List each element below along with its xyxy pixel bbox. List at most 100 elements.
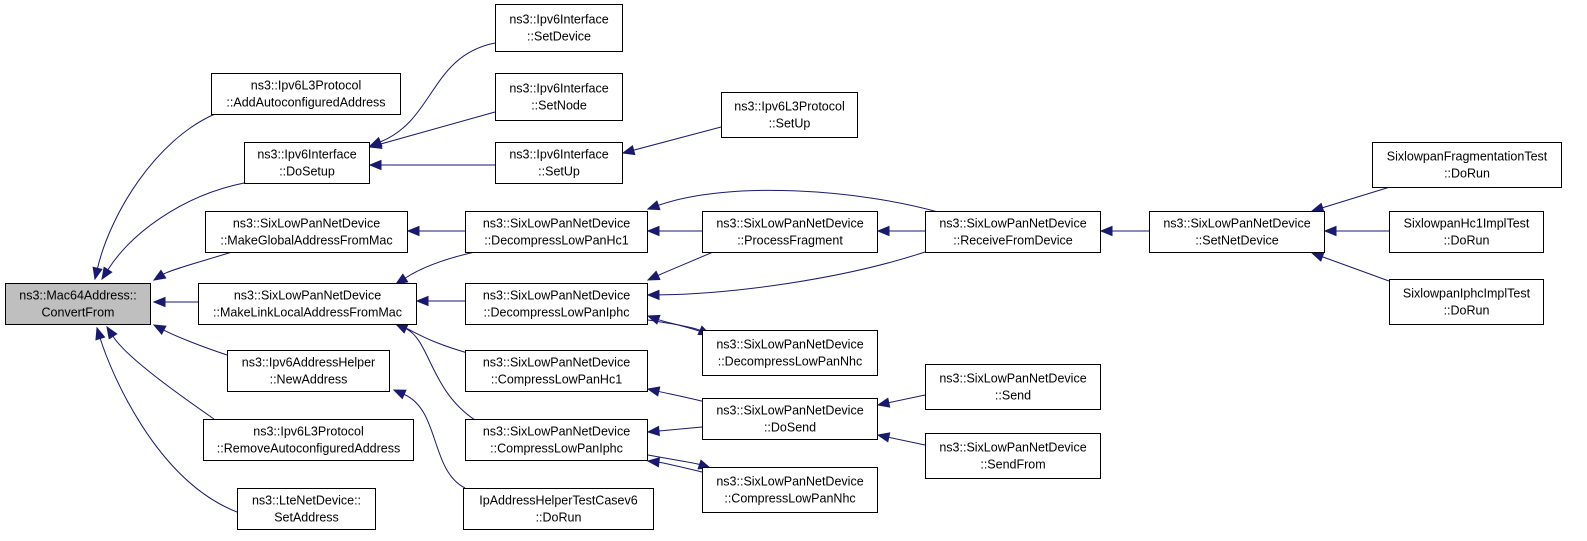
node-hc1test[interactable]: SixlowpanHc1ImplTest::DoRun — [1389, 211, 1544, 253]
arrowhead-icon — [152, 269, 167, 281]
node-mklink[interactable]: ns3::SixLowPanNetDevice::MakeLinkLocalAd… — [198, 283, 417, 325]
arrowhead-icon — [152, 296, 166, 308]
node-dosend[interactable]: ns3::SixLowPanNetDevice::DoSend — [702, 398, 878, 440]
node-label-line2: ::CompressLowPanNhc — [724, 492, 855, 506]
node-setnetdev[interactable]: ns3::SixLowPanNetDevice::SetNetDevice — [1149, 211, 1325, 253]
node-l3setup[interactable]: ns3::Ipv6L3Protocol::SetUp — [721, 92, 858, 138]
node-box — [465, 419, 648, 461]
node-label-line1: ns3::SixLowPanNetDevice — [483, 356, 630, 370]
node-box — [465, 283, 648, 325]
node-label-line1: ns3::Ipv6L3Protocol — [251, 79, 362, 93]
node-setdevice[interactable]: ns3::Ipv6Interface::SetDevice — [495, 4, 623, 52]
node-label-line2: ::SetNode — [531, 99, 587, 113]
arrowhead-icon — [95, 326, 106, 341]
arrowhead-icon — [101, 266, 113, 281]
node-label-line1: ns3::SixLowPanNetDevice — [1163, 217, 1310, 231]
node-mkglobal[interactable]: ns3::SixLowPanNetDevice::MakeGlobalAddre… — [205, 211, 408, 253]
node-label-line2: ::DoRun — [536, 511, 582, 525]
node-box — [244, 142, 370, 184]
node-dechc1[interactable]: ns3::SixLowPanNetDevice::DecompressLowPa… — [465, 211, 648, 253]
node-label-line1: SixlowpanFragmentationTest — [1387, 150, 1548, 164]
edge-dosetup-to-root — [101, 182, 245, 281]
edge-dosend-to-comphc1 — [646, 386, 706, 403]
edge-deciphc-to-mklink — [415, 295, 465, 307]
arrowhead-icon — [368, 138, 383, 149]
node-box — [465, 350, 648, 392]
node-send[interactable]: ns3::SixLowPanNetDevice::Send — [925, 364, 1101, 410]
node-label-line2: ConvertFrom — [42, 306, 115, 320]
node-box — [721, 92, 858, 138]
node-box — [237, 488, 376, 530]
node-label-line1: ns3::SixLowPanNetDevice — [716, 217, 863, 231]
edge-ifsetup-to-dosetup — [368, 159, 495, 171]
node-label-line1: IpAddressHelperTestCasev6 — [479, 494, 637, 508]
node-label-line2: SetAddress — [274, 511, 339, 525]
node-label-line2: ::CompressLowPanIphc — [490, 442, 623, 456]
node-ltesetaddr[interactable]: ns3::LteNetDevice::SetAddress — [237, 488, 376, 530]
arrowhead-icon — [1310, 252, 1325, 262]
edge-procfrag-to-deciphc — [646, 251, 714, 281]
arrowhead-icon — [394, 323, 409, 334]
edge-line — [658, 390, 706, 403]
edge-line — [97, 113, 216, 269]
node-dosetup[interactable]: ns3::Ipv6Interface::DoSetup — [244, 142, 370, 184]
edge-hc1test-to-setnetdev — [1323, 225, 1389, 237]
node-label-line2: ::DoSetup — [279, 165, 335, 179]
node-label-line2: ::ReceiveFromDevice — [953, 234, 1073, 248]
node-comphc1[interactable]: ns3::SixLowPanNetDevice::CompressLowPanH… — [465, 350, 648, 392]
edge-l3setup-to-ifsetup — [621, 126, 722, 156]
edge-recvdev-to-dechc1 — [646, 189, 939, 213]
node-setnode[interactable]: ns3::Ipv6Interface::SetNode — [495, 73, 623, 121]
arrowhead-icon — [646, 314, 661, 325]
node-box — [1372, 142, 1562, 188]
arrowhead-icon — [406, 225, 420, 237]
node-box — [1389, 211, 1544, 253]
arrowhead-icon — [394, 273, 409, 285]
edge-iptest-to-newaddr — [392, 389, 466, 489]
node-newaddr[interactable]: ns3::Ipv6AddressHelper::NewAddress — [227, 350, 390, 392]
node-ifsetup[interactable]: ns3::Ipv6Interface::SetUp — [495, 142, 623, 184]
node-root[interactable]: ns3::Mac64Address::ConvertFrom — [5, 283, 151, 325]
node-decnhc[interactable]: ns3::SixLowPanNetDevice::DecompressLowPa… — [702, 330, 878, 376]
node-label-line1: ns3::Ipv6Interface — [509, 82, 608, 96]
edge-line — [404, 251, 476, 279]
node-compiphc[interactable]: ns3::SixLowPanNetDevice::CompressLowPanI… — [465, 419, 648, 461]
node-label-line2: ::SetNetDevice — [1195, 234, 1278, 248]
edge-line — [405, 327, 476, 356]
arrowhead-icon — [415, 295, 429, 307]
node-addauto[interactable]: ns3::Ipv6L3Protocol::AddAutoconfiguredAd… — [211, 73, 401, 115]
node-box — [465, 211, 648, 253]
node-iptest[interactable]: IpAddressHelperTestCasev6::DoRun — [463, 488, 654, 530]
node-label-line1: ns3::SixLowPanNetDevice — [939, 217, 1086, 231]
node-compnhc[interactable]: ns3::SixLowPanNetDevice::CompressLowPanN… — [702, 467, 878, 513]
edge-recvdev-to-deciphc — [646, 251, 926, 301]
node-label-line1: SixlowpanHc1ImplTest — [1404, 217, 1530, 231]
node-label-line1: ns3::SixLowPanNetDevice — [483, 425, 630, 439]
edge-dosend-to-compiphc — [646, 425, 703, 437]
node-removeauto[interactable]: ns3::Ipv6L3Protocol::RemoveAutoconfigure… — [203, 419, 414, 461]
edge-decnhc-to-deciphc — [646, 314, 703, 333]
arrowhead-icon — [646, 425, 660, 437]
node-label-line1: ns3::Ipv6L3Protocol — [734, 100, 845, 114]
node-fragtest[interactable]: SixlowpanFragmentationTest::DoRun — [1372, 142, 1562, 188]
edge-ltesetaddr-to-root — [95, 326, 238, 513]
edge-fragtest-to-setnetdev — [1310, 186, 1391, 213]
edge-line — [647, 319, 701, 331]
node-box — [463, 488, 654, 530]
node-label-line1: ns3::Ipv6Interface — [509, 13, 608, 27]
node-box — [925, 433, 1101, 479]
node-label-line2: ::RemoveAutoconfiguredAddress — [217, 442, 400, 456]
node-label-line2: ::MakeGlobalAddressFromMac — [220, 234, 392, 248]
node-label-line2: ::Send — [995, 389, 1031, 403]
node-sendfrom[interactable]: ns3::SixLowPanNetDevice::SendFrom — [925, 433, 1101, 479]
edge-line — [112, 335, 215, 420]
node-deciphc[interactable]: ns3::SixLowPanNetDevice::DecompressLowPa… — [465, 283, 648, 325]
edge-addauto-to-root — [92, 113, 216, 281]
edge-line — [380, 42, 496, 143]
node-recvdev[interactable]: ns3::SixLowPanNetDevice::ReceiveFromDevi… — [925, 211, 1101, 253]
node-iphctest[interactable]: SixlowpanIphcImplTest::DoRun — [1389, 279, 1544, 325]
node-label-line2: ::DoSend — [764, 421, 816, 435]
edge-newaddr-to-root — [152, 324, 228, 356]
node-procfrag[interactable]: ns3::SixLowPanNetDevice::ProcessFragment — [702, 211, 878, 253]
node-label-line1: SixlowpanIphcImplTest — [1403, 287, 1531, 301]
